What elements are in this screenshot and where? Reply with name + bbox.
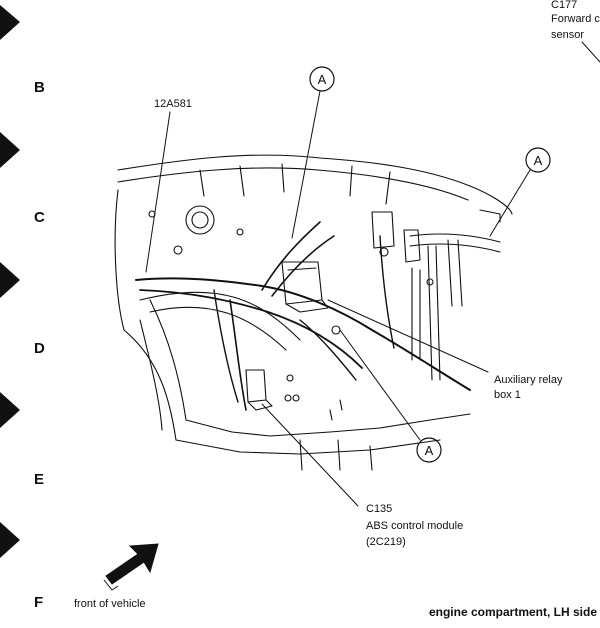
grid-letter-d: D	[34, 340, 45, 357]
footer-caption: engine compartment, LH side	[429, 605, 597, 619]
front-of-vehicle-label: front of vehicle	[74, 598, 146, 610]
grid-letter-e: E	[34, 471, 44, 488]
grid-letter-b: B	[34, 79, 45, 96]
grid-letter-f: F	[34, 594, 43, 611]
connector-c135-label: C135	[366, 503, 392, 515]
aux-relay-label-line2: box 1	[494, 389, 521, 401]
grid-letter-c: C	[34, 209, 45, 226]
callout-a-right: A	[489, 147, 551, 237]
svg-text:A: A	[534, 153, 543, 168]
page-tab-markers	[0, 5, 20, 558]
engine-compartment-drawing	[114, 154, 513, 471]
svg-text:A: A	[318, 72, 327, 87]
aux-relay-leader	[327, 299, 489, 373]
aux-relay-label-line1: Auxiliary relay	[494, 374, 563, 386]
abs-module-part-number: (2C219)	[366, 536, 406, 548]
callout-a-top: A	[291, 66, 335, 239]
abs-control-module-label: ABS control module	[366, 520, 463, 532]
part-12a581-leader	[145, 111, 171, 273]
part-12a581-label: 12A581	[154, 98, 192, 110]
sensor-leader-line	[581, 41, 600, 63]
c135-leader	[261, 403, 359, 507]
forward-sensor-label: Forward c	[551, 13, 600, 25]
front-of-vehicle-arrow-icon	[103, 543, 159, 591]
sensor-label: sensor	[551, 29, 584, 41]
connector-c177-label: C177	[551, 0, 577, 11]
svg-text:A: A	[425, 443, 434, 458]
callout-a-bottom: A	[339, 329, 442, 463]
